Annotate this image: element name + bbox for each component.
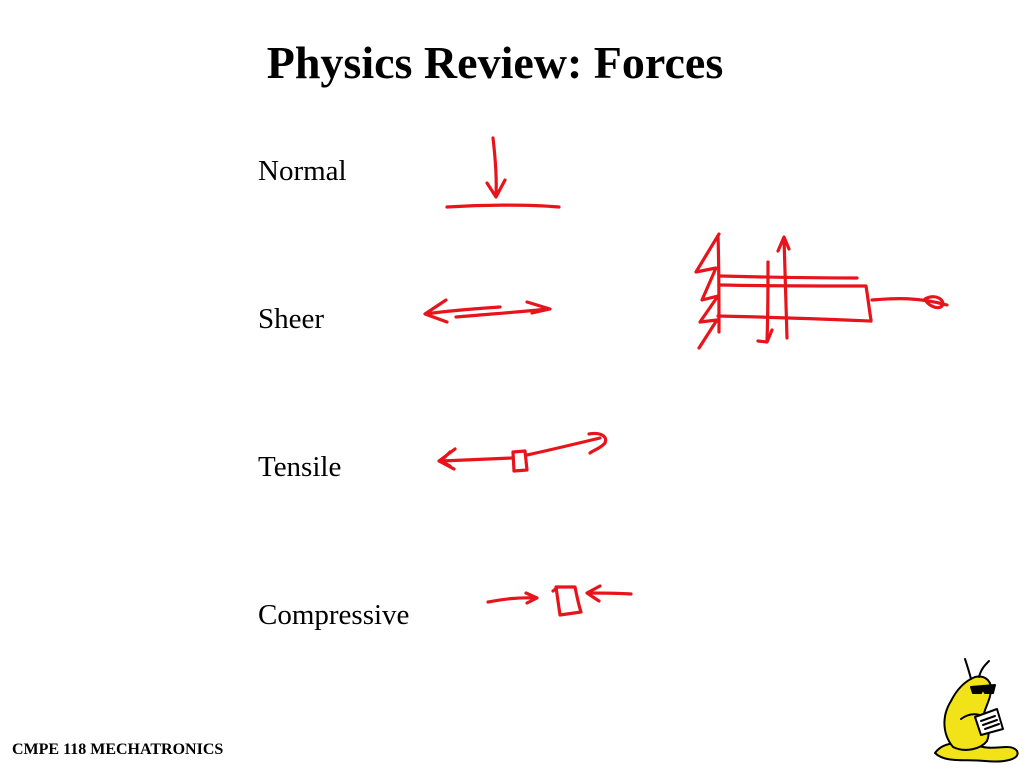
beam-middle [718, 283, 873, 322]
normal-surface-line [445, 203, 561, 209]
compressive-left-arrowhead [524, 591, 539, 605]
sheer-force-sketch [423, 298, 552, 324]
beam-pull-arrowhead [923, 295, 945, 310]
slide-title: Physics Review: Forces [266, 37, 724, 88]
sheer-beam-sketch [694, 232, 949, 350]
mascot-antenna-right [978, 660, 990, 678]
beam-down-arrowhead [756, 328, 774, 344]
beam-down-arrow [765, 260, 770, 342]
sheer-left-arrowhead [423, 298, 449, 324]
tensile-left-arrow [439, 456, 514, 463]
banana-slug-mascot-icon [934, 658, 1019, 763]
compressive-force-sketch [486, 584, 633, 617]
tensile-right-arrow [525, 436, 602, 457]
mascot-antenna-left [964, 658, 972, 680]
compressive-block [551, 585, 583, 617]
compressive-left-arrow [486, 596, 537, 604]
normal-arrow-shaft [491, 136, 498, 198]
beam-pull-arrow [870, 297, 949, 307]
beam-bottom [716, 314, 873, 323]
compressive-right-arrowhead [585, 584, 602, 603]
sheer-right-arrowhead [525, 300, 552, 315]
wall-zigzag [694, 232, 721, 350]
tensile-force-sketch [437, 431, 608, 473]
wall-line [716, 234, 721, 334]
tensile-block [511, 449, 529, 473]
beam-top [718, 274, 859, 280]
force-label-sheer: Sheer [258, 303, 325, 335]
tensile-right-arrowhead [587, 431, 608, 455]
sheer-left-arrow [424, 305, 502, 316]
beam-up-arrowhead [776, 235, 791, 253]
force-label-tensile: Tensile [258, 451, 342, 483]
mascot-sunglasses [970, 684, 996, 694]
force-label-compressive: Compressive [258, 599, 410, 631]
course-footer: CMPE 118 MECHATRONICS [12, 741, 224, 758]
beam-up-arrow [782, 236, 789, 340]
normal-force-sketch [445, 136, 561, 209]
force-label-normal: Normal [258, 155, 347, 187]
mascot-laptop-keys [980, 715, 1000, 730]
tensile-left-arrowhead [437, 447, 457, 471]
normal-arrow-head [485, 178, 507, 199]
compressive-right-arrow [586, 591, 633, 596]
